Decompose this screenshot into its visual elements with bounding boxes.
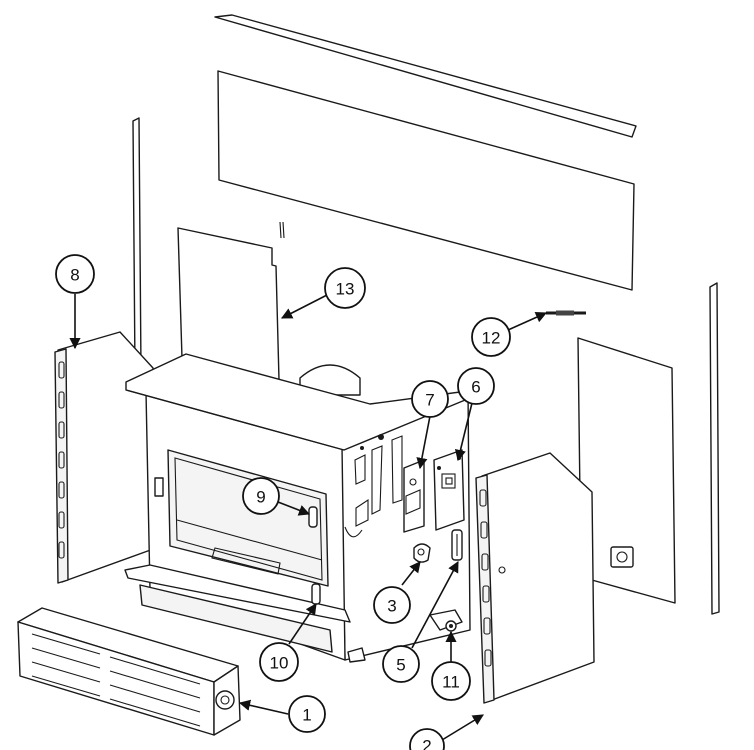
leader-5 [411, 561, 459, 649]
top-surround-panel [217, 70, 635, 291]
leader-lines [69, 294, 548, 741]
right-trim-bar [709, 282, 720, 615]
blower-housing [17, 607, 241, 736]
callout-label: 12 [482, 329, 501, 348]
callout-label: 3 [387, 597, 396, 616]
callout-label: 2 [422, 737, 431, 750]
callout-label: 10 [270, 654, 289, 673]
leader-13 [281, 294, 328, 319]
leader-12 [507, 312, 548, 331]
callout-3: 3 [373, 586, 411, 624]
hinge-pin-upper [308, 506, 318, 528]
callout-5: 5 [382, 645, 420, 683]
left-trim-bar [132, 117, 142, 373]
callout-11: 11 [431, 661, 471, 701]
callout-7: 7 [411, 380, 449, 418]
control-bracket [433, 449, 465, 531]
hinge-pin-lower [311, 583, 321, 605]
leader-9 [277, 501, 311, 516]
callout-8: 8 [55, 254, 95, 294]
leader-10 [288, 603, 317, 645]
switch-part [413, 543, 431, 563]
callout-label: 1 [302, 706, 311, 725]
callout-label: 13 [336, 280, 355, 299]
left-side-panel [54, 331, 157, 584]
callout-label: 9 [256, 488, 265, 507]
leader-7 [416, 415, 431, 470]
callout-9: 9 [242, 477, 280, 515]
right-side-panel [475, 452, 595, 704]
right-rear-panel [577, 337, 676, 604]
callout-label: 8 [70, 266, 79, 285]
side-cover-plate [403, 459, 425, 533]
callout-2: 2 [409, 728, 445, 750]
callout-13: 13 [324, 267, 366, 309]
leader-6 [454, 402, 473, 462]
callout-1: 1 [288, 695, 326, 733]
callout-12: 12 [471, 317, 511, 357]
top-trim-strip [214, 14, 637, 138]
handle-part [451, 529, 463, 561]
leader-2 [441, 714, 484, 741]
callout-label: 7 [425, 391, 434, 410]
fastener-part [445, 620, 457, 632]
callout-6: 6 [457, 367, 495, 405]
callout-label: 6 [471, 378, 480, 397]
callout-10: 10 [259, 642, 299, 682]
leader-3 [401, 561, 421, 586]
callout-label: 11 [442, 673, 460, 692]
callout-label: 5 [396, 656, 405, 675]
stove-body [124, 353, 476, 663]
leader-1 [238, 699, 289, 715]
